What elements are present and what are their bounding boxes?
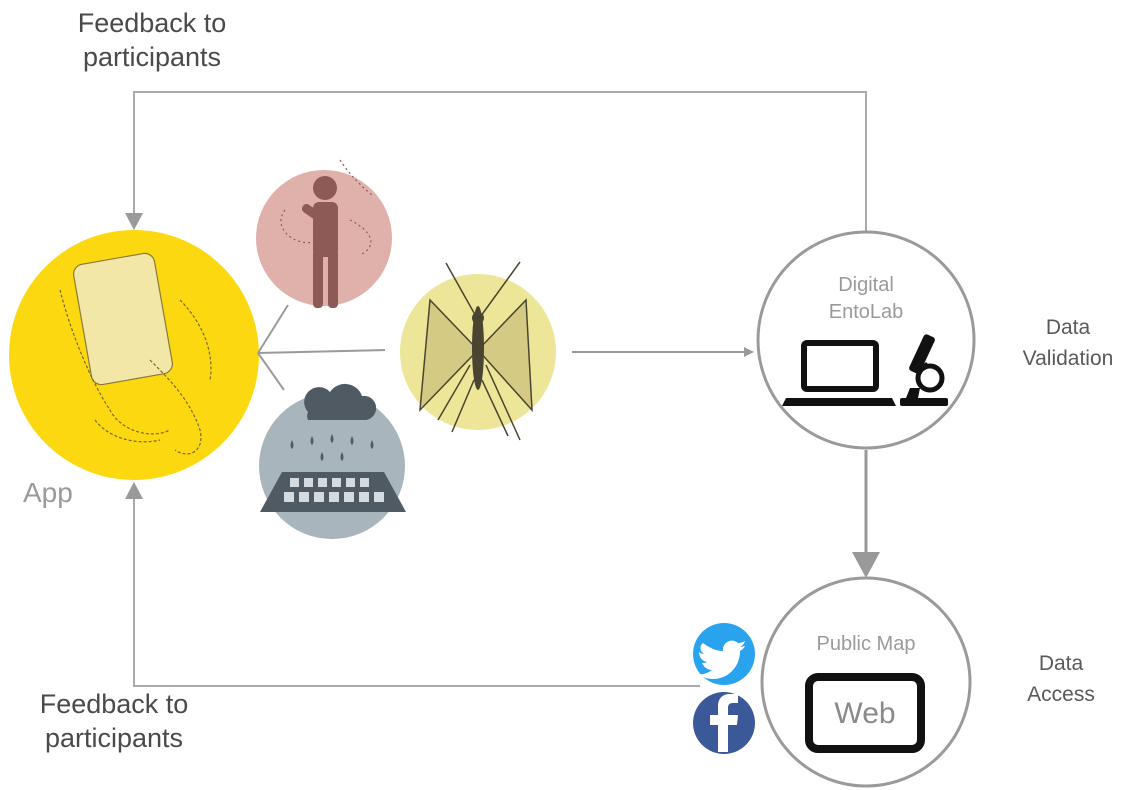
- feedback-bottom-line-1: Feedback to: [39, 689, 189, 719]
- public-map-label: Public Map: [816, 633, 916, 655]
- entolab-line-2: EntoLab: [828, 301, 904, 323]
- entolab-line-1: Digital: [838, 274, 894, 296]
- feedback-top-line-2: participants: [82, 42, 222, 72]
- feedback-label-top: Feedback to participants: [52, 6, 252, 74]
- data-access-line-2: Access: [1027, 683, 1095, 706]
- tablet-icon: [805, 673, 925, 753]
- data-access-line-1: Data: [1038, 652, 1084, 675]
- public-map-circle: [760, 576, 972, 788]
- data-validation-label: Data Validation: [1008, 312, 1128, 374]
- twitter-icon[interactable]: [693, 623, 755, 685]
- web-label: Web: [834, 697, 896, 730]
- digital-entolab-label: Digital EntoLab: [806, 272, 926, 326]
- smartphone-hand-icon: [59, 252, 212, 455]
- data-validation-line-2: Validation: [1022, 347, 1114, 370]
- bite-report-circle: [256, 159, 392, 308]
- rain-storm-drain-icon: [260, 383, 406, 512]
- laptop-icon: [782, 340, 896, 406]
- breeding-site-circle: [259, 383, 406, 539]
- mosquito-icon: [419, 261, 533, 441]
- feedback-loop-top: [125, 91, 867, 245]
- app-circle: [9, 230, 259, 480]
- microscope-icon: [900, 334, 948, 406]
- mosquito-report-circle: [400, 261, 556, 441]
- data-validation-line-1: Data: [1045, 316, 1091, 339]
- app-label: App: [23, 477, 73, 508]
- feedback-loop-bottom: [125, 482, 700, 687]
- digital-entolab-circle: [756, 230, 976, 450]
- feedback-top-line-1: Feedback to: [77, 8, 227, 38]
- facebook-icon[interactable]: [693, 692, 755, 754]
- data-access-label: Data Access: [1006, 648, 1116, 710]
- feedback-label-bottom: Feedback to participants: [14, 687, 214, 755]
- input-connectors: [257, 304, 386, 391]
- bitten-person-icon: [301, 176, 338, 308]
- feedback-bottom-line-2: participants: [44, 723, 184, 753]
